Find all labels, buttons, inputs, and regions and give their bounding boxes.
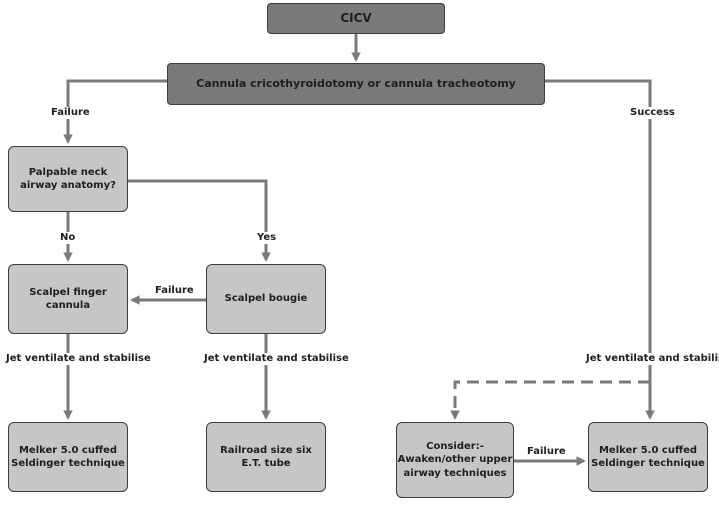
label-no: No [60, 232, 76, 244]
node-railroad: Railroad size six E.T. tube [206, 422, 326, 492]
label-jet-mid: Jet ventilate and stabilise [204, 353, 349, 365]
node-consider-text: Consider:- Awaken/other upper airway tec… [397, 440, 513, 479]
label-jet-left: Jet ventilate and stabilise [6, 353, 151, 365]
node-cannula-text: Cannula cricothyroidotomy or cannula tra… [196, 76, 516, 90]
connector-palpable-to-scalpel-bougie [128, 179, 271, 262]
node-palpable: Palpable neck airway anatomy? [8, 146, 128, 212]
connector-cannula-to-melker-right [545, 79, 655, 420]
node-consider: Consider:- Awaken/other upper airway tec… [396, 422, 514, 498]
node-melker-right-text: Melker 5.0 cuffed Seldinger technique [591, 444, 705, 470]
node-melker-left: Melker 5.0 cuffed Seldinger technique [8, 422, 128, 492]
connector-dashed-to-consider [450, 380, 650, 420]
node-cicv-text: CICV [340, 11, 372, 26]
node-cicv: CICV [267, 3, 445, 34]
node-scalpel-bougie-text: Scalpel bougie [224, 293, 308, 305]
node-cannula: Cannula cricothyroidotomy or cannula tra… [167, 63, 545, 105]
label-failure-bottom: Failure [527, 446, 566, 458]
label-failure-left: Failure [51, 107, 90, 119]
connector-cannula-to-palpable [63, 79, 167, 144]
label-success: Success [630, 107, 675, 119]
node-scalpel-finger: Scalpel finger cannula [8, 264, 128, 334]
node-melker-right: Melker 5.0 cuffed Seldinger technique [588, 422, 708, 492]
label-yes: Yes [257, 232, 277, 244]
node-scalpel-finger-text: Scalpel finger cannula [29, 286, 107, 312]
label-failure-mid: Failure [155, 285, 194, 297]
label-jet-right: Jet ventilate and stabilise [586, 353, 719, 365]
node-scalpel-bougie: Scalpel bougie [206, 264, 326, 334]
node-railroad-text: Railroad size six E.T. tube [220, 444, 312, 470]
node-palpable-text: Palpable neck airway anatomy? [20, 166, 116, 192]
node-melker-left-text: Melker 5.0 cuffed Seldinger technique [11, 444, 125, 470]
